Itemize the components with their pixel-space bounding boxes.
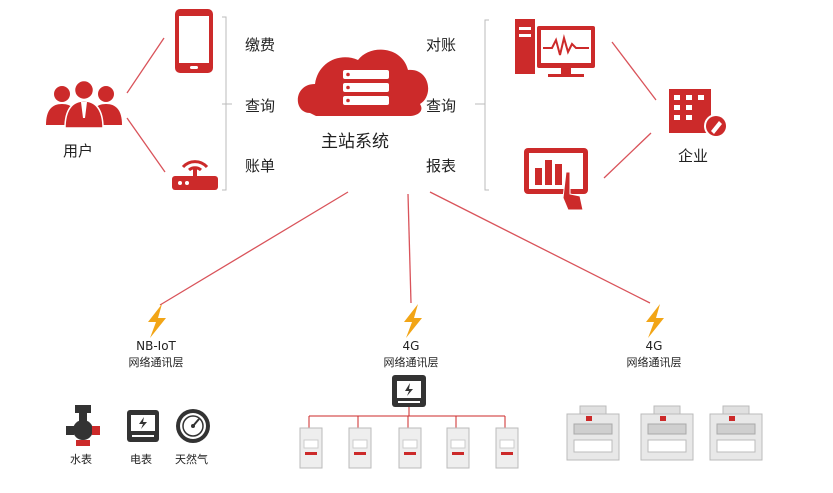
network-name: 4G	[645, 339, 663, 353]
breaker-icon	[398, 416, 422, 469]
connector-users-phone	[126, 37, 165, 94]
water-meter-icon	[66, 405, 100, 446]
user-action-query: 查询	[245, 97, 276, 115]
brackets	[222, 16, 489, 191]
monitor-icon	[515, 19, 595, 77]
breaker-icon	[495, 416, 519, 469]
gas-meter-label: 天然气	[175, 453, 208, 466]
building-icon	[669, 89, 728, 138]
network-4g-center: 4G 网络通讯层	[363, 339, 459, 370]
water-meter-label: 水表	[70, 453, 92, 466]
enterprise-label: 企业	[678, 147, 709, 165]
router-icon	[172, 160, 218, 190]
connector-tablet-enterprise	[603, 132, 652, 179]
breaker-bus	[309, 407, 505, 417]
smart-meter-icon	[709, 405, 763, 461]
electric-meter-icon	[127, 410, 159, 442]
connector-master-4g-right	[429, 191, 651, 304]
master-label: 主站系统	[321, 132, 389, 152]
network-sub: 网络通讯层	[626, 356, 682, 369]
users-icon	[46, 79, 122, 129]
network-nbiot: NB-IoT 网络通讯层	[108, 339, 204, 370]
smart-meter-icon	[566, 405, 620, 461]
connector-lines	[126, 37, 657, 306]
lightning-icon	[148, 304, 166, 338]
connector-master-nbiot	[159, 191, 349, 306]
network-sub: 网络通讯层	[383, 356, 439, 369]
network-name: NB-IoT	[136, 339, 176, 353]
connector-master-4g-center	[407, 193, 412, 304]
cloud-server-icon	[297, 49, 429, 116]
smart-meter-icon	[640, 405, 694, 461]
user-action-pay: 缴费	[245, 36, 276, 54]
electric-meter-label: 电表	[130, 453, 152, 466]
network-4g-right: 4G 网络通讯层	[606, 339, 702, 370]
breaker-icon	[348, 416, 372, 469]
user-action-bill: 账单	[245, 157, 276, 175]
lightning-icon	[646, 304, 664, 338]
users-label: 用户	[63, 142, 94, 160]
gas-meter-icon	[176, 409, 210, 443]
enterprise-action-report: 报表	[426, 157, 457, 175]
network-name: 4G	[402, 339, 420, 353]
breaker-icon	[446, 416, 470, 469]
network-sub: 网络通讯层	[128, 356, 184, 369]
phone-icon	[175, 9, 213, 73]
connector-users-router	[126, 117, 166, 173]
breaker-icon	[299, 416, 323, 469]
smart-meter-icon	[392, 375, 426, 407]
tablet-chart-icon	[524, 148, 588, 211]
connector-monitor-enterprise	[611, 41, 657, 101]
enterprise-action-query: 查询	[426, 97, 457, 115]
enterprise-action-reconcile: 对账	[426, 36, 457, 54]
lightning-icon	[404, 304, 422, 338]
bracket-right	[484, 19, 489, 191]
